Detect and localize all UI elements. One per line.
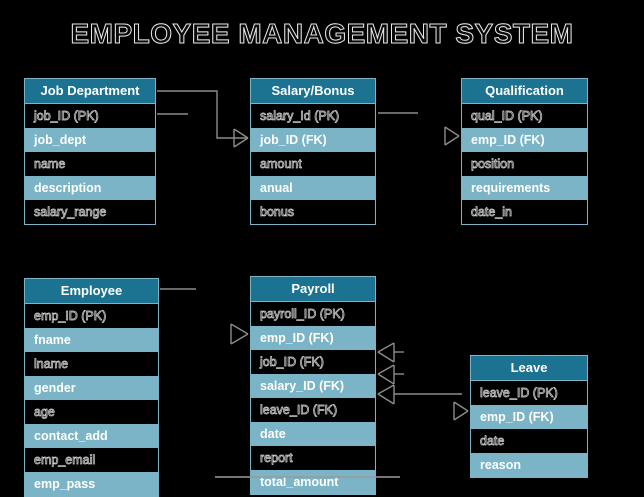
entity-title-job-department: Job Department: [25, 79, 155, 104]
attribute-row: date_in: [462, 200, 587, 224]
attribute-row: bonus: [251, 200, 375, 224]
connector-job-department-salary-bonus: [157, 90, 248, 139]
attribute-row: requirements: [462, 176, 587, 200]
attribute-row: description: [25, 176, 155, 200]
attribute-row: leave_ID (PK): [471, 381, 587, 405]
entity-payroll[interactable]: Payroll payroll_ID (PK) emp_ID (FK) job_…: [250, 276, 376, 495]
attribute-row: gender: [25, 376, 158, 400]
attribute-row: date: [471, 429, 587, 453]
crowfoot-icon-payroll-salary-id: [377, 364, 395, 385]
attribute-row: contact_add: [25, 424, 158, 448]
attribute-row: total_amount: [251, 470, 375, 494]
entity-leave[interactable]: Leave leave_ID (PK) emp_ID (FK) date rea…: [470, 355, 588, 478]
page-title: EMPLOYEE MANAGEMENT SYSTEM: [70, 18, 574, 50]
crowfoot-icon-qualification-emp-id: [444, 126, 460, 146]
crowfoot-icon-salary-bonus-job-id: [233, 128, 249, 148]
attribute-row: position: [462, 152, 587, 176]
attribute-row: job_dept: [25, 128, 155, 152]
attribute-row: emp_ID (PK): [25, 304, 158, 328]
attribute-row: emp_ID (FK): [462, 128, 587, 152]
attribute-row: salary_Id (PK): [251, 104, 375, 128]
crowfoot-icon-payroll-job-id: [377, 342, 395, 363]
attribute-row: name: [25, 152, 155, 176]
entity-title-salary-bonus: Salary/Bonus: [251, 79, 375, 104]
attribute-row: report: [251, 446, 375, 470]
entity-title-leave: Leave: [471, 356, 587, 381]
attribute-row: reason: [471, 453, 587, 477]
attribute-row: qual_ID (PK): [462, 104, 587, 128]
attribute-row: salary_ID (FK): [251, 374, 375, 398]
attribute-row: salary_range: [25, 200, 155, 224]
attribute-row: emp_ID (FK): [471, 405, 587, 429]
crowfoot-icon-payroll-leave-id: [377, 384, 395, 405]
attribute-row: amount: [251, 152, 375, 176]
entity-job-department[interactable]: Job Department job_ID (PK) job_dept name…: [24, 78, 156, 225]
attribute-row: lname: [25, 352, 158, 376]
attribute-row: date: [251, 422, 375, 446]
entity-qualification[interactable]: Qualification qual_ID (PK) emp_ID (FK) p…: [461, 78, 588, 225]
entity-employee[interactable]: Employee emp_ID (PK) fname lname gender …: [24, 278, 159, 497]
attribute-row: emp_pass: [25, 472, 158, 496]
crowfoot-icon-payroll-emp-id: [230, 323, 249, 345]
entity-title-qualification: Qualification: [462, 79, 587, 104]
entity-salary-bonus[interactable]: Salary/Bonus salary_Id (PK) job_ID (FK) …: [250, 78, 376, 225]
attribute-row: payroll_ID (PK): [251, 302, 375, 326]
attribute-row: job_ID (FK): [251, 350, 375, 374]
attribute-row: age: [25, 400, 158, 424]
attribute-row: fname: [25, 328, 158, 352]
attribute-row: anual: [251, 176, 375, 200]
attribute-row: job_ID (PK): [25, 104, 155, 128]
crowfoot-icon-leave-emp-id: [453, 401, 469, 421]
entity-title-payroll: Payroll: [251, 277, 375, 302]
attribute-row: emp_ID (FK): [251, 326, 375, 350]
attribute-row: job_ID (FK): [251, 128, 375, 152]
attribute-row: emp_email: [25, 448, 158, 472]
attribute-row: leave_ID (FK): [251, 398, 375, 422]
entity-title-employee: Employee: [25, 279, 158, 304]
